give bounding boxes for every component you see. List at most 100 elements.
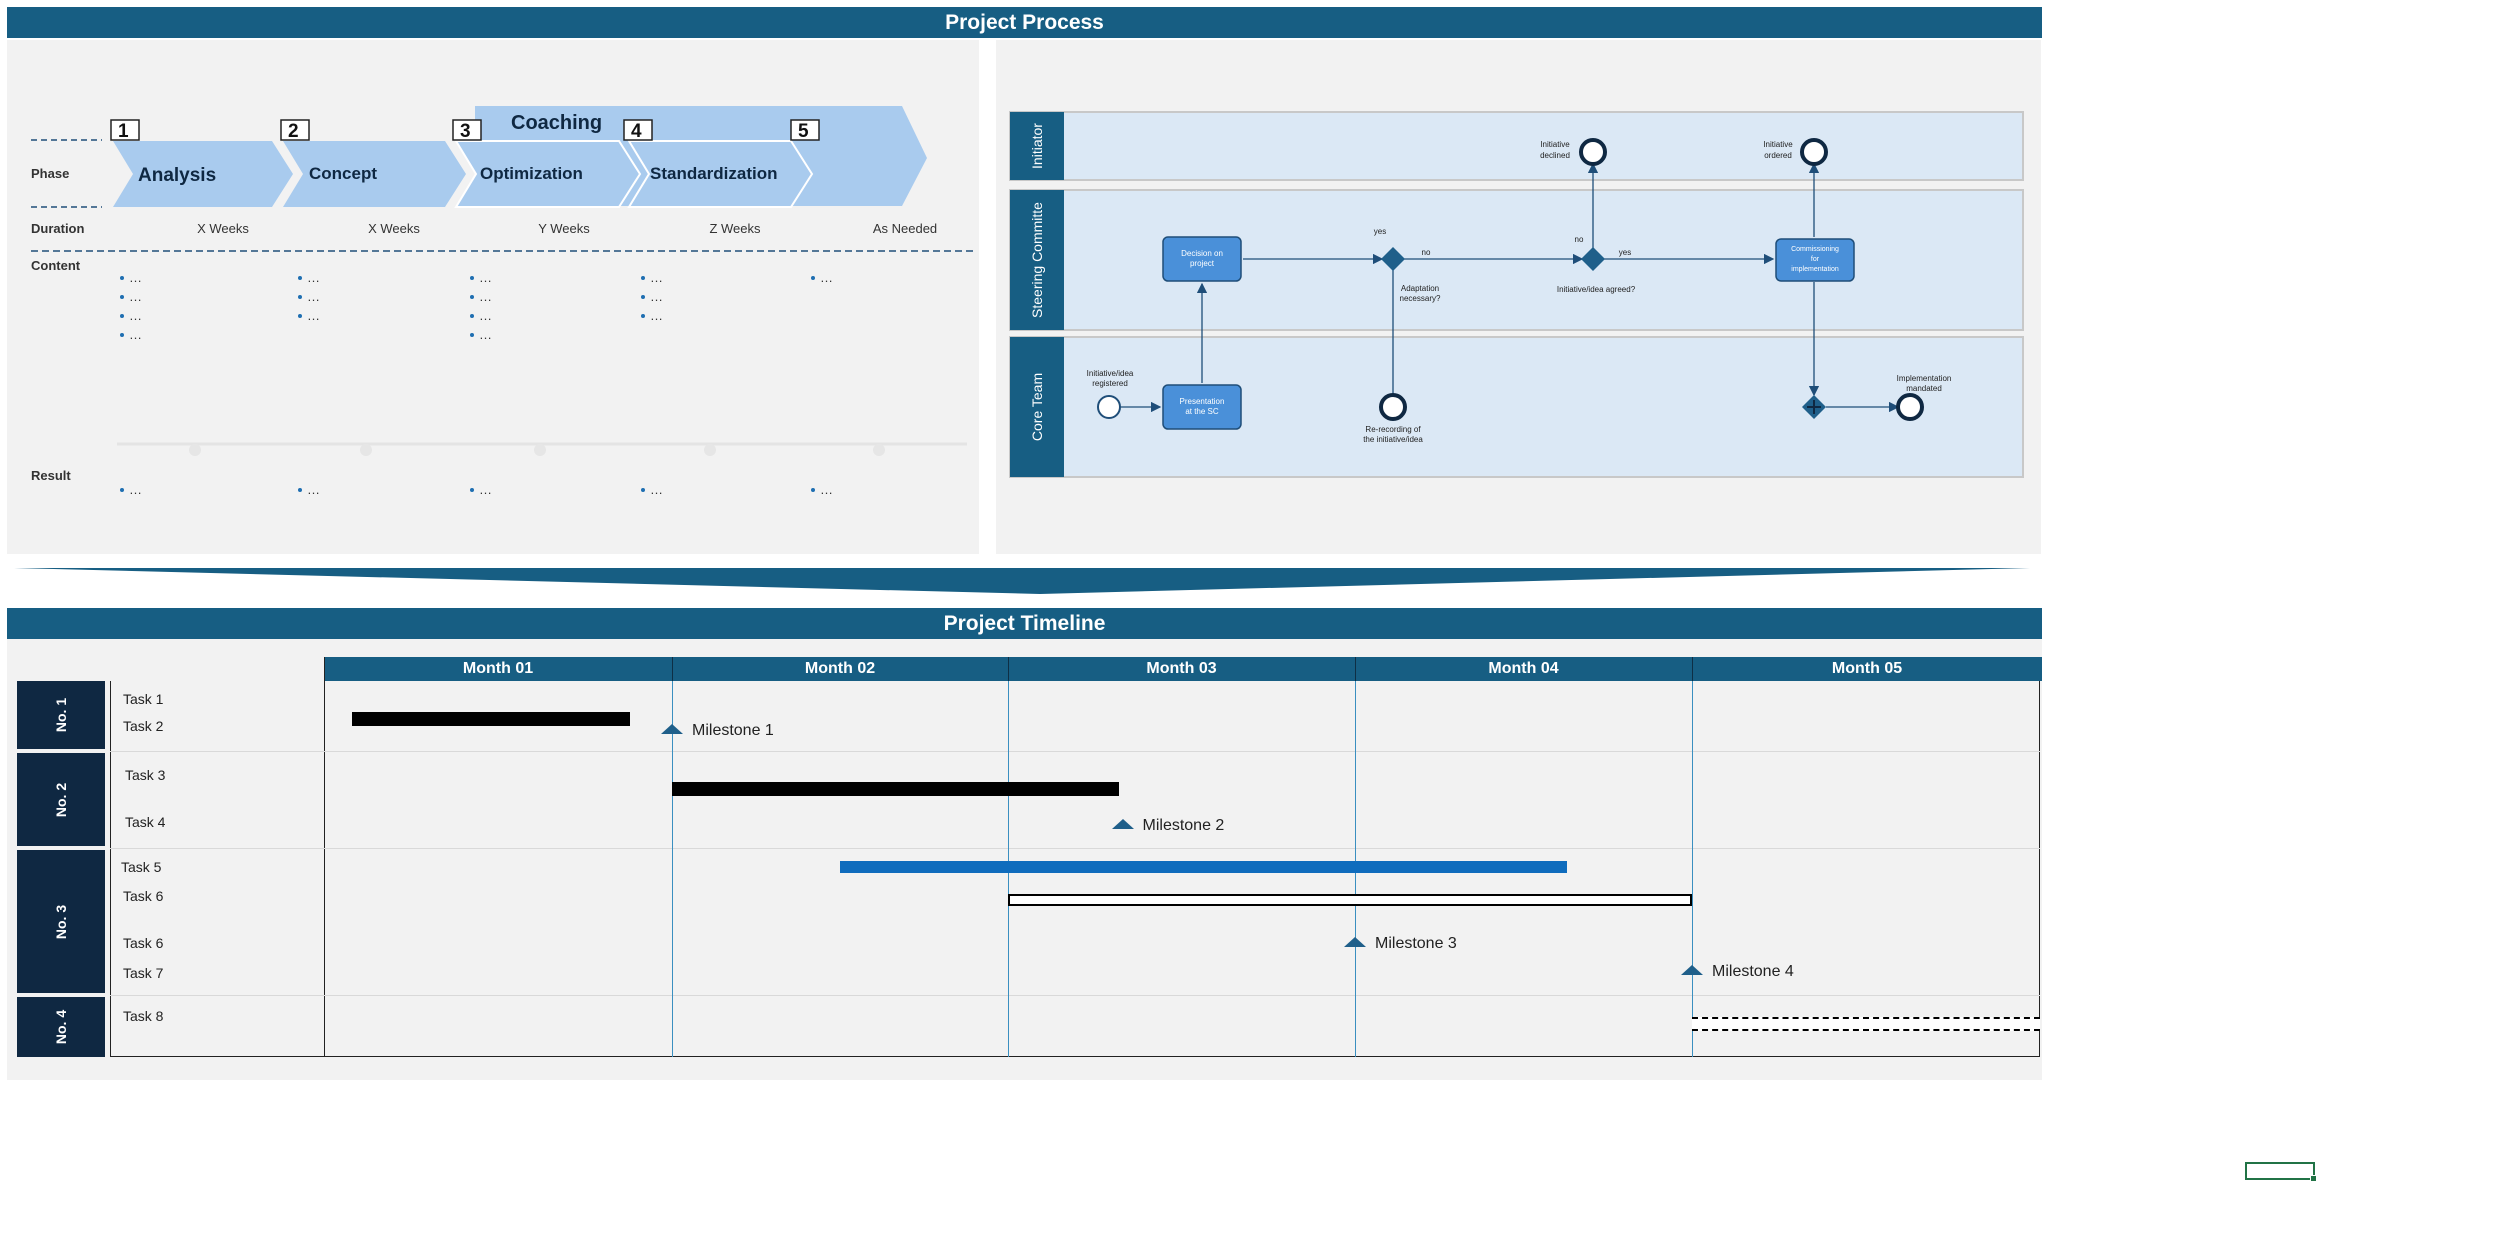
content-3-2: … (479, 289, 492, 304)
content-2-1: … (307, 270, 320, 285)
label-registered-1: Initiative/idea (1087, 369, 1134, 378)
timeline-grid (110, 681, 2040, 1057)
bpmn-panel: Initiator Steering Committe Core Team De… (996, 40, 2041, 554)
selected-cell[interactable] (2245, 1162, 2317, 1182)
task-decision-line-1: Decision on (1181, 249, 1223, 258)
task-column-divider (324, 657, 325, 1057)
milestone-marker-4 (1681, 965, 1703, 975)
label-registered-2: registered (1092, 379, 1128, 388)
bullet (298, 276, 302, 280)
duration-4: Z Weeks (709, 221, 761, 236)
phase-number-2: 2 (288, 121, 299, 142)
duration-3: Y Weeks (538, 221, 590, 236)
label-agreed: Initiative/idea agreed? (1557, 285, 1636, 294)
duration-1: X Weeks (197, 221, 249, 236)
milestone-label-1: Milestone 1 (692, 722, 774, 739)
bullet (470, 295, 474, 299)
task-commissioning-line-2: for (1811, 256, 1820, 263)
bullet (641, 276, 645, 280)
timeline-panel: Month 01 Month 02 Month 03 Month 04 Mont… (7, 639, 2042, 1080)
lane-header-steering (1010, 190, 1064, 330)
task-presentation-line-1: Presentation (1180, 397, 1225, 406)
label-yes-1: yes (1374, 227, 1386, 236)
label-declined-1: Initiative (1540, 140, 1570, 149)
row-label-result: Result (31, 468, 71, 483)
bullet (470, 276, 474, 280)
result-1: … (129, 482, 142, 497)
phase-number-1: 1 (118, 121, 129, 142)
row-label-duration: Duration (31, 221, 85, 236)
result-3: … (479, 482, 492, 497)
milestone-marker-3 (1344, 937, 1366, 947)
label-rerecord-1: Re-recording of (1365, 425, 1421, 434)
gateway-adaptation (1381, 247, 1405, 271)
gateway-agreed (1581, 247, 1605, 271)
task-presentation (1162, 384, 1242, 430)
phase-number-box-4 (623, 119, 653, 141)
fill-handle[interactable] (2310, 1175, 2317, 1182)
month-header-4: Month 04 (1355, 657, 1693, 681)
label-adaptation-2: necessary? (1400, 294, 1441, 303)
phase-number-box-3 (452, 119, 482, 141)
phase-number-box-1 (110, 119, 140, 141)
phase-name-2: Concept (309, 164, 377, 183)
task-commissioning-line-3: implementation (1791, 266, 1839, 273)
lane-header-core (1010, 337, 1064, 477)
lane-header-initiator (1010, 112, 1064, 180)
label-ordered-2: ordered (1764, 151, 1792, 160)
content-1-3: … (129, 308, 142, 323)
row-separator (110, 995, 2040, 996)
bullet (811, 276, 815, 280)
task-label-3: Task 3 (125, 767, 166, 783)
content-2-3: … (307, 308, 320, 323)
transition-arrow (14, 568, 2030, 594)
content-1-1: … (129, 270, 142, 285)
month-line (672, 681, 673, 1057)
group-header-4: No. 4 (17, 997, 105, 1057)
coaching-label: Coaching (511, 112, 602, 134)
content-bullets: … … … … … … … … … … … … … … … … … … … … (120, 270, 833, 497)
bullet (298, 314, 302, 318)
bullet (298, 295, 302, 299)
bullet (298, 488, 302, 492)
gantt-bar-4 (1008, 894, 1692, 906)
end-event-mandated (1896, 393, 1924, 421)
content-1-2: … (129, 289, 142, 304)
gantt-bars (7, 639, 2042, 1080)
phase-chevron-1 (113, 141, 293, 207)
task-label-8: Task 8 (123, 1008, 164, 1024)
task-label-1: Task 1 (123, 691, 164, 707)
task-label-5: Task 5 (121, 859, 162, 875)
phase-number-box-5 (790, 119, 820, 141)
lane-steering (1009, 189, 2024, 331)
task-label-4: Task 4 (125, 814, 166, 830)
gantt-bar-1 (351, 712, 631, 726)
month-header-2: Month 02 (672, 657, 1009, 681)
bullet (641, 314, 645, 318)
label-mandated-1: Implementation (1897, 374, 1952, 383)
row-separator (110, 848, 2040, 849)
lane-label-core: Core Team (1029, 373, 1045, 441)
timeline-title: Project Timeline (7, 608, 2042, 639)
row-separator (110, 751, 2040, 752)
bullet (120, 276, 124, 280)
bullet (120, 488, 124, 492)
month-header-row: Month 01 Month 02 Month 03 Month 04 Mont… (324, 657, 2042, 681)
phase-diagram: Coaching 1 2 3 4 5 Analysis Concept Opti… (31, 106, 977, 497)
phase-name-1: Analysis (138, 165, 216, 186)
bpmn-diagram: Initiator Steering Committe Core Team De… (1009, 111, 2024, 478)
group-header-2: No. 2 (17, 753, 105, 846)
label-mandated-2: mandated (1906, 384, 1942, 393)
month-line (1692, 681, 1693, 1057)
group-header-1: No. 1 (17, 681, 105, 749)
content-3-1: … (479, 270, 492, 285)
label-adaptation-1: Adaptation (1401, 284, 1439, 293)
result-5: … (820, 482, 833, 497)
task-commissioning-line-1: Commissioning (1791, 246, 1839, 253)
content-2-2: … (307, 289, 320, 304)
month-header-5: Month 05 (1831, 660, 1903, 677)
bullet (120, 333, 124, 337)
result-4: … (650, 482, 663, 497)
task-presentation-line-2: at the SC (1185, 407, 1219, 416)
